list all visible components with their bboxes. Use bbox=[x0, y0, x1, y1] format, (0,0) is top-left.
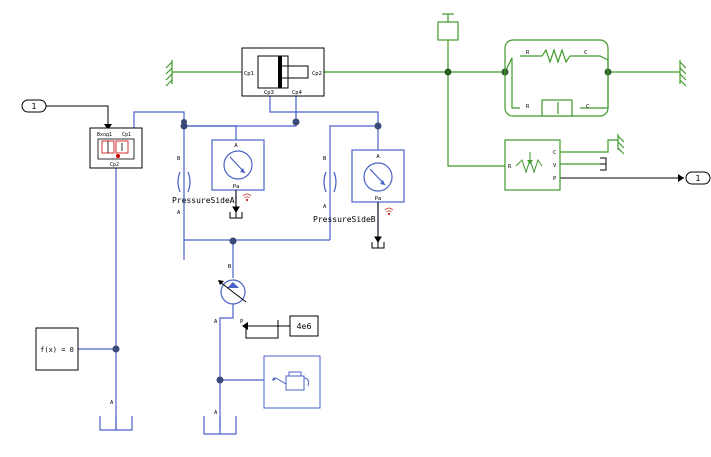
valve-port-cp1-label: Cp1 bbox=[122, 132, 131, 138]
pump-a-label: A bbox=[214, 319, 218, 325]
solver-config-block[interactable]: f(x) = 0 bbox=[35, 327, 79, 371]
cylinder-cp2-label: Cp2 bbox=[312, 71, 322, 77]
tank-left[interactable] bbox=[99, 416, 133, 431]
valve-port-in-label: Вход1 bbox=[97, 132, 112, 138]
orifice-a[interactable] bbox=[177, 171, 191, 193]
motion-sensor-block[interactable]: R C V P bbox=[504, 139, 561, 191]
signal-arrow-in bbox=[104, 124, 112, 130]
pressure-side-a-label: PressureSideA bbox=[172, 196, 235, 205]
pump-block[interactable]: B A P bbox=[214, 264, 247, 325]
valve-block[interactable]: Вход1 Cp1 Cp2 bbox=[89, 127, 143, 169]
pressure-gauge-a[interactable]: A Pa bbox=[211, 139, 265, 191]
signal-lines bbox=[46, 105, 684, 339]
pressure-constant-value: 4e6 bbox=[296, 322, 311, 331]
damper-c-label: C bbox=[586, 104, 589, 110]
gauge-b-out-label: Pa bbox=[375, 196, 382, 202]
sensor-p-label: P bbox=[553, 176, 557, 182]
spring-c-label: C bbox=[584, 50, 587, 56]
mech-reference-left bbox=[165, 60, 173, 87]
inport-label: 1 bbox=[31, 102, 36, 111]
gauge-b-in-label: A bbox=[376, 154, 380, 160]
pressure-side-b-label: PressureSideB bbox=[313, 215, 376, 224]
valve-port-cp2-label: Cp2 bbox=[110, 162, 119, 168]
spring-r-label: R bbox=[526, 50, 530, 56]
mass-block[interactable] bbox=[437, 13, 459, 41]
signal-arrow-const bbox=[242, 322, 248, 330]
cylinder-block[interactable]: Cp1 Cp2 Cp3 Cp4 bbox=[241, 47, 325, 97]
wifi-icon-b bbox=[384, 207, 394, 216]
cylinder-cp3-label: Cp3 bbox=[264, 90, 274, 96]
outport-label: 1 bbox=[695, 174, 700, 183]
orifice-a-bottom-label: A bbox=[177, 210, 181, 216]
cylinder-cp4-label: Cp4 bbox=[292, 90, 303, 96]
gauge-a-tank bbox=[229, 190, 243, 219]
solver-a-label: A bbox=[110, 400, 114, 406]
gauge-a-in-label: A bbox=[234, 143, 238, 149]
junctions bbox=[112, 118, 382, 384]
orifice-b-bottom-label: A bbox=[323, 204, 327, 210]
tank-a-label: A bbox=[214, 410, 218, 416]
inport-block[interactable]: 1 bbox=[21, 99, 47, 113]
signal-arrow-out bbox=[678, 174, 684, 182]
orifice-a-top-label: B bbox=[177, 156, 181, 162]
mech-reference-right bbox=[679, 60, 687, 87]
pump-b-label: B bbox=[228, 264, 232, 270]
pressure-gauge-b[interactable]: A Pa bbox=[351, 149, 405, 203]
damper-r-label: R bbox=[526, 104, 530, 110]
sensor-comb bbox=[600, 157, 607, 171]
mech-reference-sensor bbox=[617, 134, 625, 155]
solver-config-label: f(x) = 0 bbox=[40, 346, 74, 354]
wifi-icon-a bbox=[242, 193, 252, 202]
sensor-r-label: R bbox=[508, 164, 512, 170]
outport-block[interactable]: 1 bbox=[685, 171, 711, 185]
pump-p-label: P bbox=[240, 319, 244, 325]
spring-damper-subsystem[interactable]: R C R C bbox=[504, 39, 609, 117]
pressure-constant-block[interactable]: 4e6 bbox=[289, 315, 319, 337]
cylinder-cp1-label: Cp1 bbox=[244, 71, 254, 77]
tank-right[interactable] bbox=[203, 416, 237, 435]
orifice-b[interactable] bbox=[323, 171, 337, 193]
gauge-a-out-label: Pa bbox=[233, 184, 240, 190]
gauge-b-tank bbox=[371, 202, 385, 249]
hydraulic-fluid-block[interactable] bbox=[263, 355, 321, 409]
sensor-c-label: C bbox=[553, 150, 556, 156]
sensor-v-label: V bbox=[553, 163, 557, 169]
orifice-b-top-label: B bbox=[323, 156, 327, 162]
